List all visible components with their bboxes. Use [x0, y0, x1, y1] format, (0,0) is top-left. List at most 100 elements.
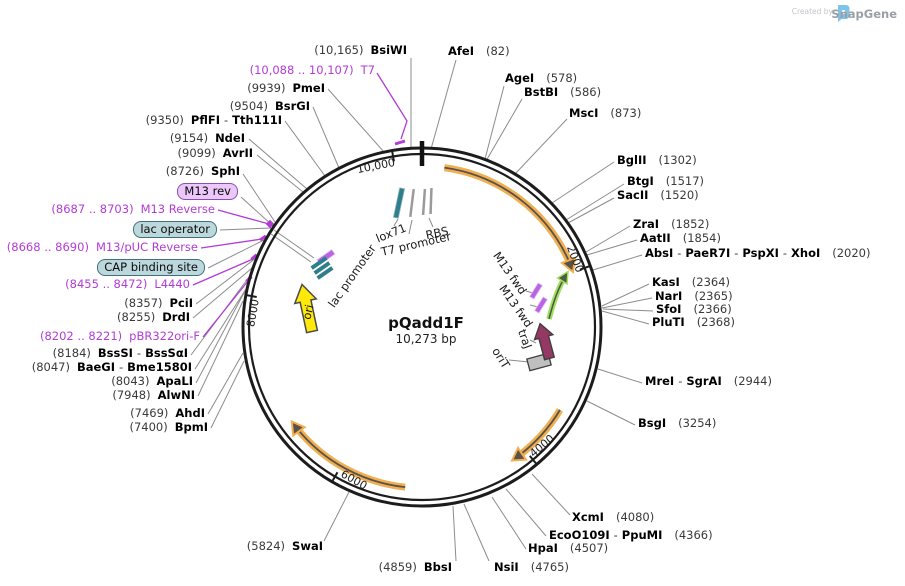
- site-name: KasI: [652, 275, 680, 289]
- site-position: (2364): [691, 275, 731, 289]
- site-position: (4366): [674, 528, 713, 542]
- site-name: BssSI: [97, 346, 133, 360]
- site-label: SfoI(2366): [656, 303, 732, 316]
- site-name: SwaI: [292, 539, 323, 553]
- site-label: AatII(1854): [640, 232, 721, 245]
- leader-line: [210, 360, 245, 429]
- site-position: (8202 .. 8221): [40, 329, 123, 343]
- cds-arc-bottom-left: [290, 419, 406, 491]
- site-name: Tth111I: [232, 113, 282, 127]
- leader-line: [592, 254, 643, 271]
- m13-rev-box-label: M13 rev: [177, 183, 238, 200]
- site-label: (10,165)BsiWI: [314, 44, 407, 57]
- site-label: (4859)BbsI: [379, 561, 452, 574]
- site-label: (9099)AvrII: [178, 147, 253, 160]
- site-name: AhdI: [175, 406, 205, 420]
- primer-leader-lines: [192, 72, 408, 338]
- l4440-leader-line: [192, 258, 254, 286]
- site-position: (873): [610, 106, 642, 120]
- watermark-created-by: Created by: [791, 7, 833, 16]
- site-position: (2944): [733, 374, 772, 388]
- primer-mark: [250, 253, 258, 261]
- site-label: NarI(2365): [655, 290, 733, 303]
- leader-line: [248, 138, 308, 190]
- site-name: BsrGI: [275, 99, 310, 113]
- m13puc-reverse-leader-line: [200, 238, 263, 249]
- scale-ticks: [244, 149, 592, 484]
- primer-label: (10,088 .. 10,107)T7: [250, 64, 375, 77]
- site-label: HpaI (4507): [528, 542, 608, 555]
- site-position: (8687 .. 8703): [51, 202, 134, 216]
- plasmid-size: 10,273 bp: [395, 332, 457, 346]
- site-name: BsiWI: [370, 43, 407, 57]
- promoter-arrow-green: [546, 270, 569, 320]
- leader-line: [514, 118, 568, 175]
- feature-connector: [508, 359, 530, 363]
- feature-connector: [393, 218, 399, 227]
- leader-lines: [190, 58, 654, 562]
- site-label: (9504)BsrGI: [230, 100, 310, 113]
- site-label: KasI (2364): [652, 276, 730, 289]
- site-label: BglII(1302): [617, 154, 697, 167]
- leader-line: [463, 503, 490, 562]
- site-position: (8255): [117, 310, 156, 324]
- leader-line: [256, 154, 304, 193]
- site-label: AfeI(82): [448, 45, 510, 58]
- site-name: HpaI: [528, 541, 558, 555]
- site-name: XcmI: [572, 510, 604, 524]
- leader-line: [192, 267, 253, 319]
- m13-reverse-leader-line: [217, 209, 270, 225]
- leader-line: [219, 227, 272, 231]
- site-name: M13 Reverse: [140, 202, 215, 216]
- leader-line: [484, 85, 505, 160]
- site-position: (1854): [682, 231, 721, 245]
- site-name: BpmI: [174, 420, 208, 434]
- lac-promoter-mark: [316, 266, 334, 280]
- site-name: Bme1580I: [127, 360, 192, 374]
- cds-arc-core: [296, 427, 406, 488]
- leader-line: [312, 106, 340, 169]
- t7-leader-line: [376, 72, 408, 140]
- site-name: BssSαI: [145, 346, 188, 360]
- leader-line: [531, 473, 571, 516]
- site-label: (7400)BpmI: [129, 421, 208, 434]
- site-position: (8455 .. 8472): [65, 277, 148, 291]
- site-name: AlwNI: [157, 388, 195, 402]
- watermark-brand: SnapGene: [831, 7, 897, 21]
- leader-line: [565, 183, 625, 221]
- site-label: EcoO109I-PpuMI(4366): [549, 529, 713, 542]
- site-position: (2365): [694, 289, 733, 303]
- site-label: PluTI (2368): [652, 316, 735, 329]
- site-position: (8726): [165, 164, 205, 178]
- site-position: (10,088 .. 10,107): [249, 63, 354, 77]
- site-position: (7469): [130, 406, 169, 420]
- leader-line: [197, 300, 244, 397]
- feature-connector: [270, 233, 312, 263]
- site-label: BtgI(1517): [627, 175, 704, 188]
- site-name: ZraI: [633, 217, 660, 231]
- snapgene-logo-dot: [841, 10, 846, 14]
- separator: -: [677, 246, 682, 260]
- leader-line: [195, 257, 257, 305]
- site-position: (4507): [569, 541, 609, 555]
- site-name: PluTI: [652, 315, 685, 329]
- cds-arc-bottom-right: [510, 408, 564, 462]
- site-position: (8668 .. 8690): [6, 240, 89, 254]
- site-label: ZraI(1852): [633, 218, 709, 231]
- primer-mark: [259, 234, 267, 242]
- site-position: (2368): [696, 315, 735, 329]
- site-name: BbsI: [423, 560, 452, 574]
- m13-fwd-mark: [534, 296, 548, 314]
- traj-arrow: [533, 322, 556, 361]
- leader-line: [586, 239, 638, 256]
- site-position: (8184): [52, 346, 91, 360]
- leader-line: [323, 491, 350, 542]
- tick-2000: [579, 264, 592, 271]
- site-label: AbsI-PaeR7I-PspXI-XhoI(2020): [645, 247, 871, 260]
- site-position: (2366): [693, 302, 732, 316]
- site-position: (4080): [615, 510, 655, 524]
- leader-line: [601, 297, 653, 309]
- tick-4000: [529, 455, 539, 466]
- leader-line: [284, 120, 326, 177]
